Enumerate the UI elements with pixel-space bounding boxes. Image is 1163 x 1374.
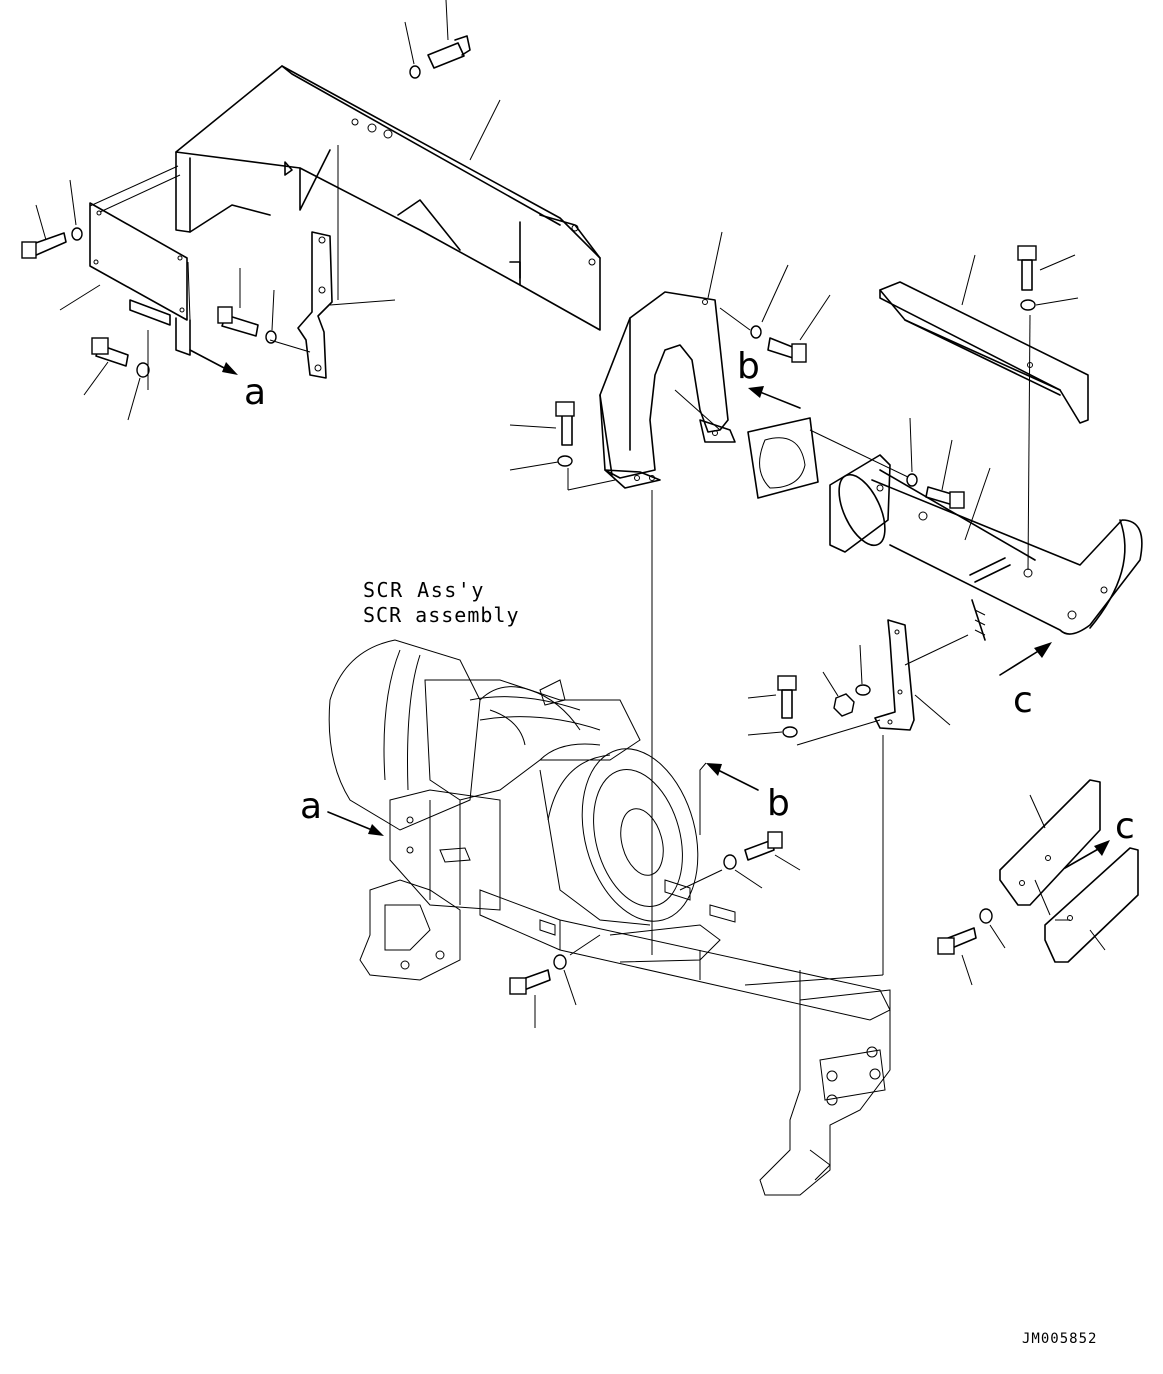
scr-assembly — [328, 639, 891, 1196]
view-marker-b-bottom: b — [767, 783, 790, 824]
view-arrow-b-top — [748, 386, 801, 409]
top-cover — [175, 65, 601, 331]
view-arrow-c-top — [999, 642, 1052, 676]
bolt-mid-left — [217, 306, 277, 344]
bolt-scr-right — [679, 831, 801, 891]
assembly-label-jp: SCR Ass'y — [363, 578, 485, 602]
view-arrow-b-bottom — [699, 762, 759, 835]
view-marker-b-top: b — [737, 346, 760, 387]
view-arrow-c-bottom — [1064, 840, 1110, 869]
view-marker-c-top: c — [1013, 680, 1033, 721]
bolt-heat-cover — [961, 245, 1079, 571]
bolt-support — [747, 644, 881, 746]
small-cover-upper — [999, 779, 1101, 906]
cover-plate — [89, 202, 191, 356]
bolt-left-1 — [21, 227, 83, 259]
leader-lines-top-left — [35, 0, 501, 421]
bolt-shield-left — [555, 401, 575, 467]
drawing-number: JM005852 — [1022, 1331, 1097, 1347]
bolt-pipe-flange — [906, 417, 991, 541]
small-cover-lower — [1044, 847, 1139, 963]
view-arrow-a-bottom — [327, 811, 384, 836]
bolt-left-2 — [91, 337, 150, 378]
view-marker-a-bottom: a — [300, 786, 322, 827]
vertical-bracket — [297, 231, 333, 379]
assembly-label-en: SCR assembly — [363, 603, 520, 627]
heat-cover-top-right — [879, 281, 1089, 424]
bolt-shield-right — [750, 325, 807, 363]
gasket — [747, 417, 819, 499]
pipe-support-bracket — [874, 599, 986, 731]
view-arrow-a-top — [189, 349, 238, 375]
exhaust-shield-bracket — [599, 291, 736, 489]
bolt-scr-bottom — [509, 934, 601, 1028]
bolt-top — [409, 35, 471, 79]
view-marker-c-bottom: c — [1115, 806, 1135, 847]
bolt-small-cover — [937, 794, 1106, 986]
exhaust-pipe — [829, 454, 1143, 635]
leader-lines-center — [509, 231, 911, 491]
leader-lines-long — [651, 490, 884, 986]
view-marker-a-top: a — [244, 372, 266, 413]
